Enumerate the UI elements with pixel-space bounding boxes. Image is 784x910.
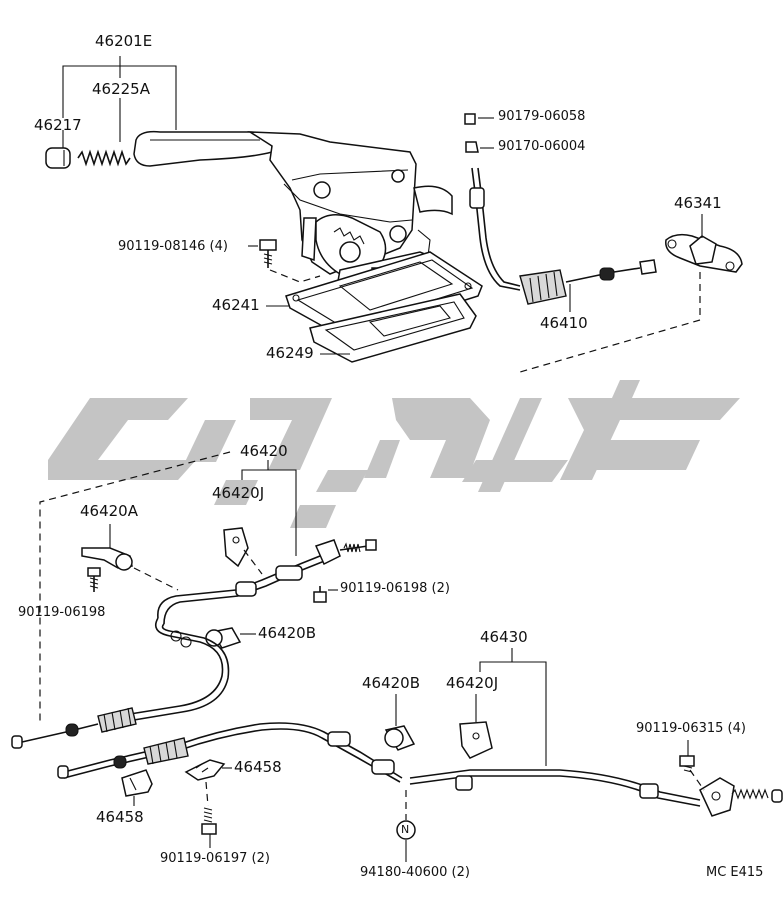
callout-46430: 46430 xyxy=(480,628,528,646)
cable-46420 xyxy=(11,460,377,749)
callout-46420A: 46420A xyxy=(80,502,138,520)
callout-46225A: 46225A xyxy=(92,80,150,98)
callout-46241: 46241 xyxy=(212,296,260,314)
callout-90119-08146: 90119-08146 (4) xyxy=(118,239,228,254)
lever-assembly xyxy=(45,56,483,363)
callout-46341: 46341 xyxy=(674,194,722,212)
callout-94180-40600: 94180-40600 (2) xyxy=(360,865,470,880)
front-cable-46410 xyxy=(464,113,657,312)
callout-90119-06197: 90119-06197 (2) xyxy=(160,851,270,866)
callout-46420: 46420 xyxy=(240,442,288,460)
callout-46249: 46249 xyxy=(266,344,314,362)
spring-46225A xyxy=(77,149,131,167)
callout-90179-06058: 90179-06058 xyxy=(498,109,586,124)
cable-46430 xyxy=(57,648,783,862)
clip-46458-left xyxy=(121,769,153,806)
callout-46420J-bottom: 46420J xyxy=(446,674,499,692)
callout-46420B-bottom: 46420B xyxy=(362,674,421,692)
knob-46217 xyxy=(45,147,71,169)
callout-90119-06315: 90119-06315 (4) xyxy=(636,721,746,736)
equalizer-46341 xyxy=(519,214,743,373)
callout-46458-left: 46458 xyxy=(96,808,144,826)
bolt-90119-06197 xyxy=(201,781,217,848)
callout-46217: 46217 xyxy=(34,116,82,134)
callout-90119-06198-2: 90119-06198 (2) xyxy=(340,581,450,596)
callout-46420J-top: 46420J xyxy=(212,484,265,502)
watermark-logo xyxy=(48,380,740,528)
n-marker: N xyxy=(401,823,410,836)
drawing-code: MC E415 xyxy=(706,865,764,880)
callout-46201E: 46201E xyxy=(95,32,153,50)
clip-46458-right xyxy=(184,759,232,781)
callout-46458-right: 46458 xyxy=(234,758,282,776)
bolt-90119-08146 xyxy=(259,239,277,268)
callout-90170-06004: 90170-06004 xyxy=(498,139,586,154)
callout-46410: 46410 xyxy=(540,314,588,332)
callout-46420B-top: 46420B xyxy=(258,624,317,642)
callout-90119-06198: 90119-06198 xyxy=(18,605,106,620)
